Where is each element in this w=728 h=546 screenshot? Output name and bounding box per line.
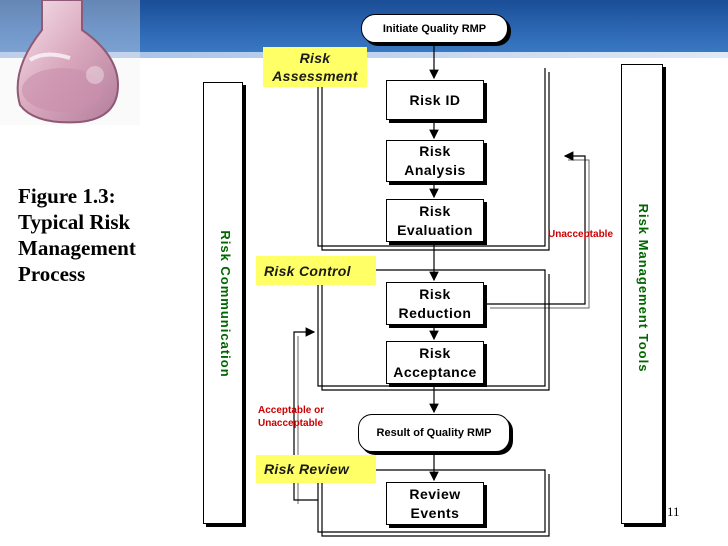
review-frame bbox=[317, 469, 546, 533]
risk-tools-label: Risk Management Tools bbox=[636, 203, 651, 373]
phase-label-assessment: Risk Assessment bbox=[263, 47, 367, 87]
caption-line: Typical Risk bbox=[18, 210, 131, 234]
step-risk-acceptance: Risk Acceptance bbox=[386, 341, 484, 384]
edge-label-acceptable-or-unacceptable: Acceptable or Unacceptable bbox=[258, 405, 325, 429]
risk-tools-bar bbox=[621, 64, 663, 524]
caption-line: Management bbox=[18, 236, 136, 260]
step-risk-analysis: Risk Analysis bbox=[386, 140, 484, 182]
control-frame bbox=[317, 269, 546, 387]
figure-caption: Figure 1.3: Typical Risk Management Proc… bbox=[18, 183, 188, 287]
edge-label-unacceptable: Unacceptable bbox=[548, 229, 614, 240]
assessment-frame bbox=[317, 68, 546, 247]
step-risk-reduction: Risk Reduction bbox=[386, 282, 484, 325]
step-review-events: Review Events bbox=[386, 482, 484, 525]
step-risk-id: Risk ID bbox=[386, 80, 484, 120]
caption-line: Process bbox=[18, 262, 86, 286]
risk-communication-bar bbox=[203, 82, 243, 524]
phase-label-control: Risk Control bbox=[256, 256, 376, 285]
phase-label-review: Risk Review bbox=[256, 455, 376, 483]
risk-communication-label: Risk Communication bbox=[218, 230, 233, 378]
initiate-node: Initiate Quality RMP bbox=[361, 14, 508, 43]
flask-logo bbox=[0, 0, 140, 125]
step-risk-evaluation: Risk Evaluation bbox=[386, 199, 484, 242]
result-node: Result of Quality RMP bbox=[358, 414, 510, 452]
page-number: 11 bbox=[667, 504, 680, 519]
caption-line: Figure 1.3: bbox=[18, 184, 116, 208]
